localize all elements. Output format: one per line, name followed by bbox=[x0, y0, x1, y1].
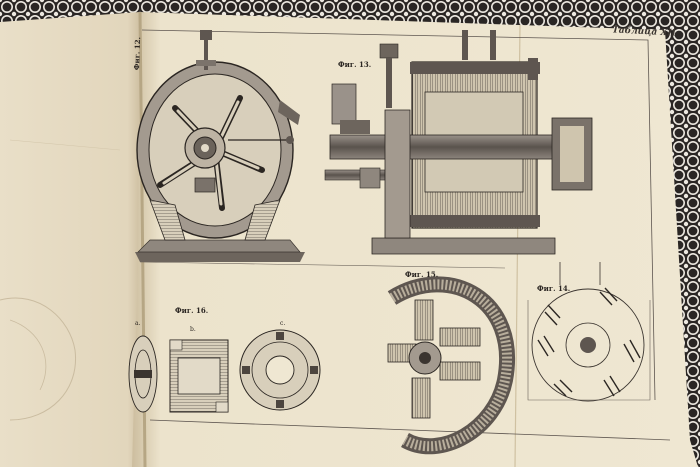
figure-16-drawing bbox=[128, 329, 321, 413]
left-page bbox=[0, 12, 150, 467]
subfigure-label-a: a. bbox=[135, 320, 141, 327]
figure-label-13: Фиг. 13. bbox=[338, 60, 372, 69]
figure-label-12: Фиг. 12. bbox=[132, 36, 143, 71]
figure-label-15: Фиг. 15. bbox=[405, 270, 439, 279]
figure-15-drawing bbox=[387, 276, 515, 455]
figure-label-16: Фиг. 16. bbox=[175, 306, 209, 315]
subfigure-label-b: b. bbox=[190, 326, 196, 333]
figure-12-drawing bbox=[135, 30, 305, 262]
figure-14-drawing bbox=[527, 262, 651, 402]
subfigure-label-c: c. bbox=[280, 320, 286, 327]
figure-label-14: Фиг. 14. bbox=[537, 284, 571, 293]
figure-13-drawing bbox=[324, 30, 593, 255]
